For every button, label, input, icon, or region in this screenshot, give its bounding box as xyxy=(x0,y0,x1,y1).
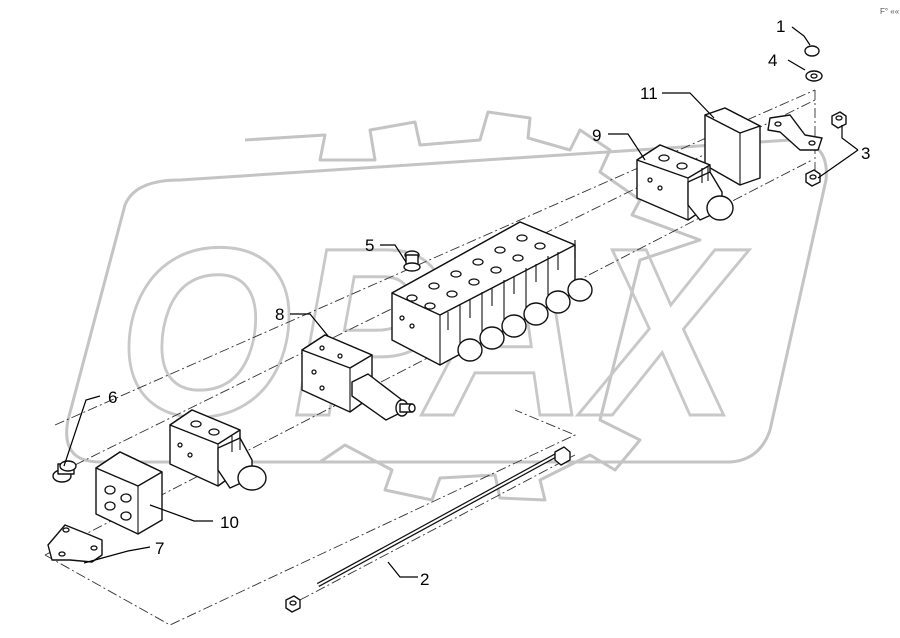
valve-bank-assembly xyxy=(391,221,593,366)
part-2-tie-rod xyxy=(285,446,571,613)
part-9-valve-block xyxy=(636,144,734,221)
callout-5: 5 xyxy=(365,236,374,255)
watermark-frame xyxy=(65,138,828,464)
callout-10: 10 xyxy=(220,513,239,532)
part-8-valve-block xyxy=(301,334,416,421)
callout-11: 11 xyxy=(640,84,658,103)
part-4-washer xyxy=(805,70,823,82)
callout-4: 4 xyxy=(768,51,777,70)
left-valve-block xyxy=(169,409,267,491)
part-3-bracket xyxy=(767,114,823,151)
part-3-nut-lower xyxy=(805,169,821,187)
callout-7: 7 xyxy=(155,539,164,558)
part-1-bolt xyxy=(804,45,820,75)
callout-8: 8 xyxy=(275,305,284,324)
callouts: 1 2 3 4 5 6 7 8 9 10 11 xyxy=(108,17,870,589)
part-3-nut-upper xyxy=(831,111,847,129)
part-5-fitting xyxy=(403,250,421,272)
callout-3: 3 xyxy=(861,144,870,163)
part-10-block xyxy=(95,451,163,535)
part-7-bracket xyxy=(47,524,103,563)
callout-1: 1 xyxy=(776,17,785,36)
leader-lines xyxy=(63,26,859,578)
corner-mark: F° «« xyxy=(880,7,900,16)
part-6-fitting xyxy=(52,460,77,483)
callout-9: 9 xyxy=(592,126,601,145)
callout-6: 6 xyxy=(108,388,117,407)
callout-2: 2 xyxy=(420,570,429,589)
part-11-cover-plate xyxy=(704,107,761,186)
gear-logo-icon xyxy=(244,110,702,502)
